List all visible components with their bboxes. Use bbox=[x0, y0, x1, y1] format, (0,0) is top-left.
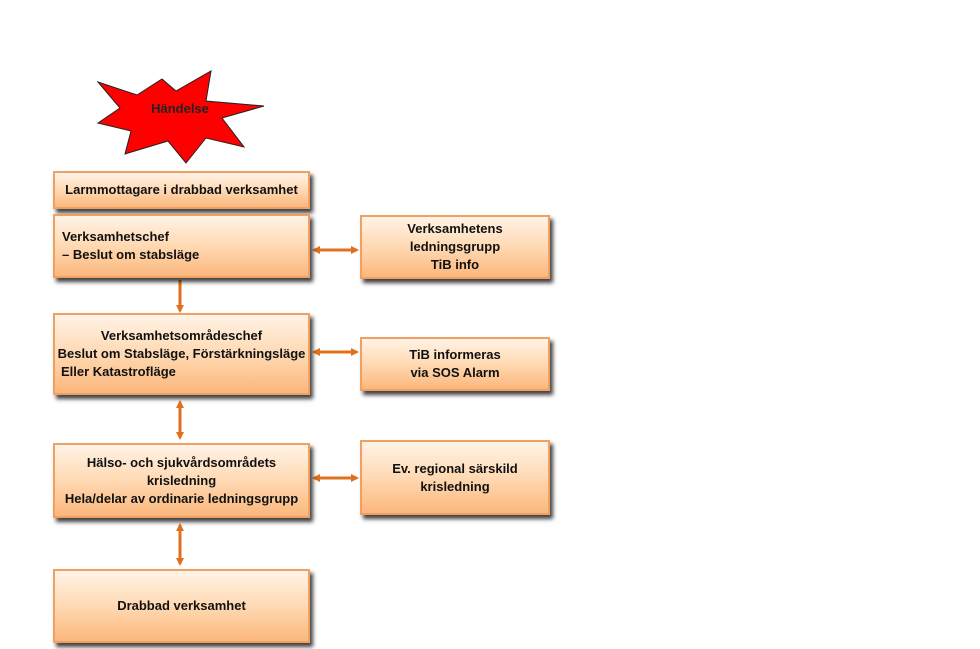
box-management-group-line-3: TiB info bbox=[430, 257, 480, 272]
box-affected-unit: Drabbad verksamhet bbox=[53, 569, 310, 643]
box-regional-crisis: Ev. regional särskild krisledning bbox=[360, 440, 550, 515]
box-tib-line-1: TiB informeras bbox=[409, 347, 501, 362]
box-crisis-management: Hälso- och sjukvårdsområdets krisledning… bbox=[53, 443, 310, 518]
box-crisis-line-2: krisledning bbox=[146, 472, 217, 488]
box-management-group: Verksamhetens ledningsgrupp TiB info bbox=[360, 215, 550, 279]
box-area-manager: Verksamhetsområdeschef Beslut om Stabslä… bbox=[53, 313, 310, 395]
box-alarm-receiver: Larmmottagare i drabbad verksamhet bbox=[53, 171, 310, 209]
box-management-group-line-2: ledningsgrupp bbox=[409, 239, 501, 254]
box-area-manager-line-3: Eller Katastrofläge bbox=[61, 364, 176, 379]
box-tib-line-2: via SOS Alarm bbox=[410, 365, 500, 380]
box-management-group-line-1: Verksamhetens bbox=[407, 221, 503, 236]
event-label: Händelse bbox=[151, 101, 209, 116]
box-affected-line-1: Drabbad verksamhet bbox=[117, 598, 246, 613]
box-regional-line-1: Ev. regional särskild bbox=[392, 460, 518, 476]
box-tib: TiB informeras via SOS Alarm bbox=[360, 337, 550, 391]
box-area-manager-line-2: Beslut om Stabsläge, Förstärkningsläge bbox=[57, 346, 306, 361]
box-regional-line-2: krisledning bbox=[420, 478, 490, 494]
box-alarm-line-1: Larmmottagare i drabbad verksamhet bbox=[65, 182, 298, 197]
box-crisis-line-1: Hälso- och sjukvårdsområdets bbox=[86, 454, 277, 470]
starburst-shape bbox=[96, 70, 265, 164]
box-manager-line-2: – Beslut om stabsläge bbox=[62, 247, 200, 262]
box-crisis-line-3: Hela/delar av ordinarie ledningsgrupp bbox=[64, 490, 299, 506]
box-area-manager-line-1: Verksamhetsområdeschef bbox=[100, 328, 263, 343]
box-manager-line-1: Verksamhetschef bbox=[62, 229, 169, 244]
box-manager: Verksamhetschef – Beslut om stabsläge bbox=[53, 214, 310, 278]
